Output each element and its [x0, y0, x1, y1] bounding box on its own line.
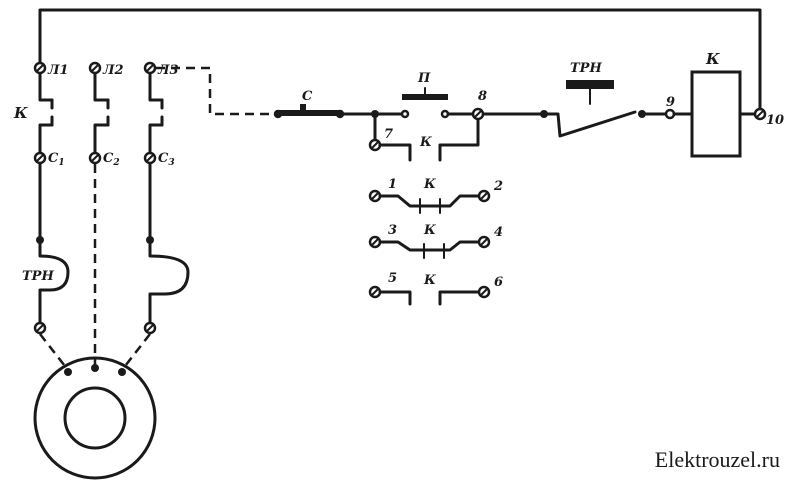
control-feed: [156, 66, 275, 116]
stop-button: [273, 104, 374, 119]
main-contactor-contacts: [50, 98, 164, 127]
phase-l3: [143, 61, 190, 335]
label-l1: Л1: [47, 63, 69, 78]
aux-contact-3-4: [368, 235, 491, 259]
phase-l2: [88, 61, 110, 362]
label-n4: 4: [494, 225, 503, 240]
label-n7: 7: [384, 127, 393, 142]
trn-contact: [546, 80, 637, 138]
label-n9: 9: [666, 95, 675, 110]
label-c2: С2: [103, 151, 120, 168]
motor: [33, 356, 157, 480]
start-button: [376, 87, 476, 119]
label-l3: Л3: [157, 63, 179, 78]
label-trn-contact: ТРН: [570, 61, 602, 76]
label-n3: 3: [388, 223, 397, 238]
label-n1: 1: [388, 177, 397, 192]
label-k-hold: К: [419, 135, 432, 150]
label-n10: 10: [766, 113, 784, 128]
label-stop-button: С: [302, 89, 313, 104]
label-coil: К: [705, 50, 720, 68]
label-start-button: П: [417, 71, 431, 86]
label-n2: 2: [493, 179, 503, 194]
label-k-1-2: К: [423, 177, 436, 192]
coil-k: [690, 70, 742, 158]
label-c1: С1: [48, 151, 65, 168]
watermark: Elektrouzel.ru: [654, 447, 780, 472]
label-contactor-main: К: [13, 104, 28, 122]
aux-contact-1-2: [368, 189, 491, 214]
label-n5: 5: [388, 271, 397, 286]
label-k-3-4: К: [423, 223, 436, 238]
control-return-wire: [38, 8, 762, 114]
label-n8: 8: [478, 89, 487, 104]
label-c3: С3: [158, 151, 175, 168]
label-l2: Л2: [102, 63, 124, 78]
phase-l1: [33, 61, 70, 335]
label-trn-power: ТРН: [22, 269, 54, 284]
motor-leads: [39, 333, 151, 376]
label-k-5-6: К: [423, 273, 436, 288]
contact-k-hold: [378, 118, 480, 162]
aux-contact-5-6: [368, 285, 491, 306]
label-n6: 6: [494, 275, 503, 290]
